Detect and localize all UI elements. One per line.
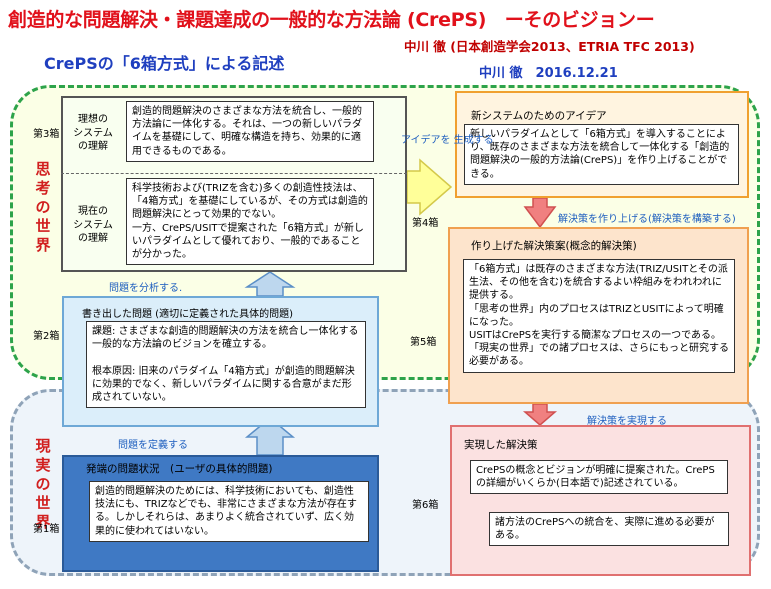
step-label-box4: 第4箱 (412, 218, 439, 229)
box1-text: 創造的問題解決のためには、科学技術においても、創造性技法にも、TRIZなどでも、… (89, 481, 369, 542)
arrow-label-analyze: 問題を分析する. (109, 283, 183, 294)
ideal-system-text: 創造的問題解決のさまざまな方法を統合し、一般的方法論に一体化する。それは、一つの… (126, 101, 374, 162)
box6-title: 実現した解決策 (464, 439, 538, 451)
box1-title: 発端の問題状況 (ユーザの具体的問題) (86, 463, 273, 475)
page-title: 創造的な問題解決・課題達成の一般的な方法論 (CrePS) ーそのビジョンー (8, 9, 655, 31)
down-arrow-implement (522, 403, 558, 426)
right-arrow-generate (406, 158, 453, 216)
page-subtitle: CrePSの「6箱方式」による記述 (44, 54, 285, 73)
step-label-box5: 第5箱 (410, 337, 437, 348)
arrow-label-implement: 解決策を実現する (587, 416, 667, 427)
ideal-system-label: 理想の システム の理解 (73, 114, 113, 152)
thinking-world-label: 思考の世界 (35, 160, 51, 254)
box6-text-next-step: 諸方法のCrePSへの統合を、実際に進める必要がある。 (489, 512, 729, 547)
box4-text: 新しいパラダイムとして「6箱方式」を導入することにより、既存のさまざまな方法を統… (464, 124, 739, 185)
box5-title: 作り上げた解決策案(概念的解決策) (471, 240, 637, 252)
box2-text: 課題: さまざまな創造的問題解決の方法を統合し一体化する一般的な方法論のビジョン… (86, 321, 366, 409)
box3-divider (61, 173, 407, 174)
step-label-box1: 第1箱 (33, 524, 60, 535)
box6-text-proposal: CrePSの概念とビジョンが明確に提案された。CrePSの詳細がいくらか(日本語… (470, 460, 728, 495)
box2-title: 書き出した問題 (適切に定義された具体的問題) (82, 309, 293, 320)
arrow-label-define: 問題を定義する (118, 440, 188, 451)
step-label-box3: 第3箱 (33, 129, 60, 140)
up-arrow-define (244, 417, 296, 456)
box4-title: 新システムのためのアイデア (471, 110, 607, 122)
step-label-box6: 第6箱 (412, 500, 439, 511)
arrow-label-generate: アイデアを 生成する (401, 135, 494, 146)
current-system-text: 科学技術および(TRIZを含む)多くの創造性技法は、「4箱方式」を基礎にしている… (126, 178, 374, 266)
box5-text: 「6箱方式」は既存のさまざまな方法(TRIZ/USITとその派生法、その他を含む… (463, 259, 735, 373)
box6-implemented-solution (450, 425, 751, 576)
reality-world-label: 現実の世界 (35, 437, 51, 531)
author-conference-note: 中川 徹 (日本創造学会2013、ETRIA TFC 2013) (404, 39, 695, 54)
author-date: 中川 徹 2016.12.21 (479, 66, 618, 81)
arrow-label-build: 解決策を作り上げる(解決策を構築する) (558, 214, 736, 225)
up-arrow-analyze (244, 271, 296, 297)
current-system-label: 現在の システム の理解 (73, 206, 113, 244)
step-label-box2: 第2箱 (33, 331, 60, 342)
down-arrow-build (523, 197, 557, 229)
